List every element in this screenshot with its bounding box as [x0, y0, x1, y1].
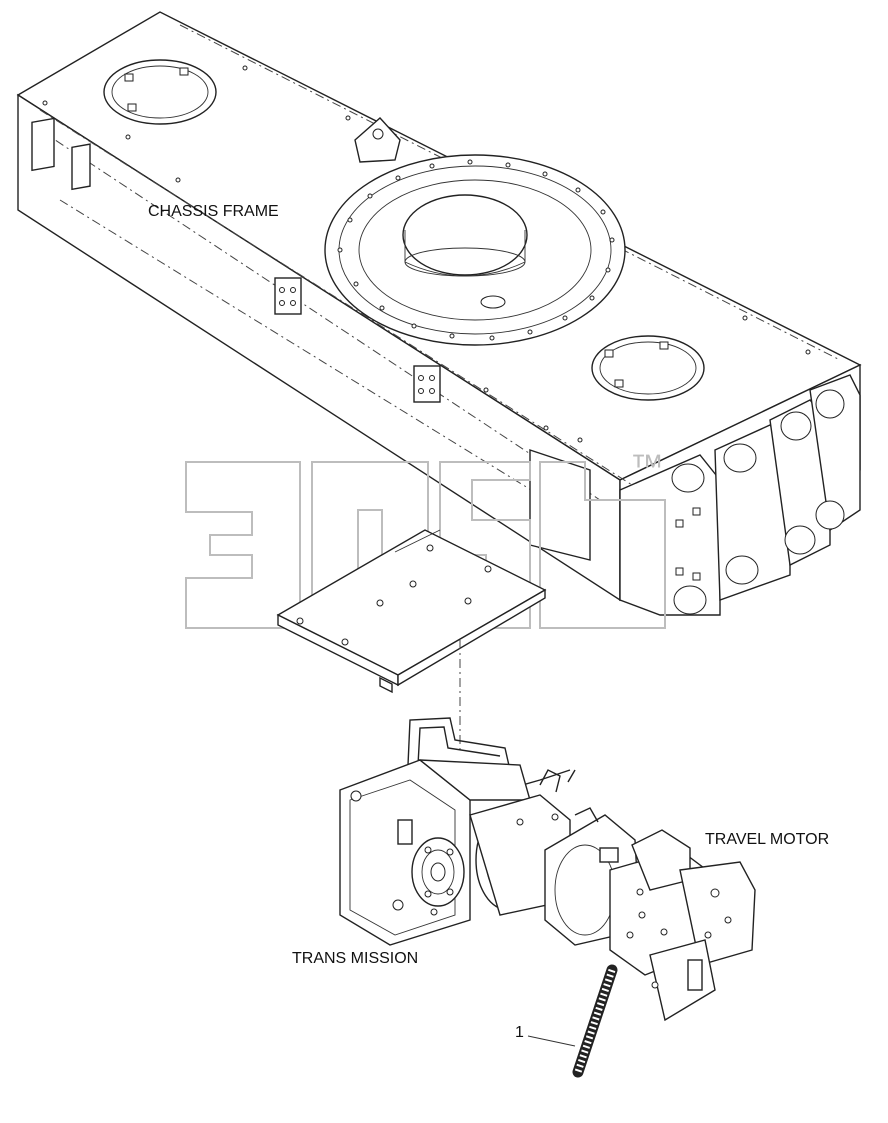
track-frame-lugs — [619, 374, 861, 616]
chassis-frame — [16, 11, 862, 616]
label-item-1: 1 — [515, 1024, 524, 1041]
label-chassis-frame: CHASSIS FRAME — [148, 203, 279, 220]
bearing-bolt-holes — [337, 159, 615, 341]
item-1-hose — [527, 964, 618, 1078]
travel-motor — [469, 769, 756, 1022]
mounting-plate — [276, 529, 547, 750]
watermark-trademark: ™ — [630, 448, 664, 486]
label-trans-mission: TRANS MISSION — [292, 950, 419, 967]
label-travel-motor: TRAVEL MOTOR — [705, 831, 830, 848]
transmission — [339, 759, 531, 946]
